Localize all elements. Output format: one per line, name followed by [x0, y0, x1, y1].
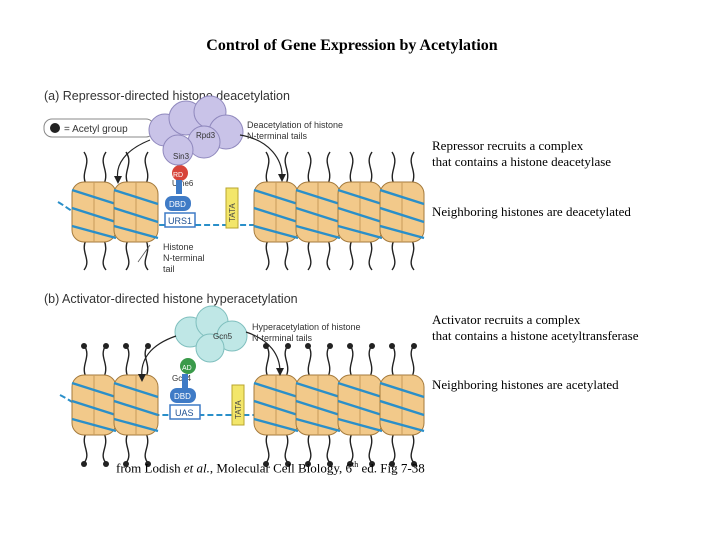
- urs1-site: [164, 212, 196, 228]
- dbd-box-a: [165, 196, 191, 211]
- figure-citation: from Lodish et al., Molecular Cell Biolo…: [116, 460, 425, 476]
- svg-text:tail: tail: [163, 264, 175, 274]
- panel-a-heading: (a) Repressor-directed histone deacetyla…: [44, 89, 290, 103]
- svg-text:Histone: Histone: [163, 242, 194, 252]
- ad-domain: [180, 358, 196, 374]
- rd-domain: [172, 165, 188, 181]
- svg-text:TATA: TATA: [234, 400, 243, 419]
- hdac-complex: Rpd3 Sin3: [148, 95, 244, 166]
- legend-label: = Acetyl group: [64, 124, 128, 135]
- panel-b-note-line2: that contains a histone acetyltransferas…: [432, 328, 639, 343]
- deacetylation-arrow-right: [239, 134, 283, 179]
- svg-text:DBD: DBD: [174, 392, 191, 401]
- svg-text:N-terminal: N-terminal: [163, 253, 205, 263]
- svg-text:UAS: UAS: [175, 408, 194, 418]
- dbd-box-b: [170, 388, 196, 403]
- panel-b-heading: (b) Activator-directed histone hyperacet…: [44, 292, 298, 306]
- tata-box-a: [225, 187, 239, 229]
- panel-a-note-result: Neighboring histones are deacetylated: [432, 204, 631, 219]
- hyperacetylation-arrow-left: [141, 335, 177, 379]
- panel-a-note-recruit: Repressor recruits a complex that contai…: [432, 138, 611, 170]
- tata-box-b: [231, 384, 245, 426]
- nucleosome-row-a: [70, 150, 426, 272]
- acetyl-dot-icon: [50, 123, 60, 133]
- panel-b-note-result: Neighboring histones are acetylated: [432, 377, 619, 392]
- svg-text:Hyperacetylation of histone: Hyperacetylation of histone: [252, 322, 361, 332]
- svg-text:N-terminal tails: N-terminal tails: [247, 131, 308, 141]
- panel-a-note-line1: Repressor recruits a complex: [432, 138, 584, 153]
- svg-text:RD: RD: [173, 172, 183, 179]
- svg-text:Rpd3: Rpd3: [196, 131, 216, 140]
- nucleosome-row-b: [70, 343, 426, 465]
- acetyl-dots-b: [81, 343, 417, 467]
- svg-text:Ume6: Ume6: [172, 179, 194, 188]
- svg-text:N-terminal tails: N-terminal tails: [252, 333, 313, 343]
- svg-text:TATA: TATA: [228, 203, 237, 222]
- svg-text:Sin3: Sin3: [173, 152, 190, 161]
- svg-text:Deacetylation of histone: Deacetylation of histone: [247, 120, 343, 130]
- panel-b-note-line1: Activator recruits a complex: [432, 312, 581, 327]
- uas-site: [169, 404, 201, 420]
- svg-text:DBD: DBD: [169, 200, 186, 209]
- svg-text:AD: AD: [182, 365, 192, 372]
- svg-text:URS1: URS1: [168, 216, 192, 226]
- acetyl-group-legend: = Acetyl group: [43, 118, 155, 138]
- panel-a-note-line2: that contains a histone deacetylase: [432, 154, 612, 169]
- page-title: Control of Gene Expression by Acetylatio…: [206, 37, 498, 54]
- svg-text:Gcn4: Gcn4: [172, 374, 192, 383]
- panel-b-note-recruit: Activator recruits a complex that contai…: [432, 312, 638, 344]
- hyperacetylation-arrow-right: [245, 331, 281, 373]
- svg-text:Gcn5: Gcn5: [213, 332, 233, 341]
- hat-complex: Gcn5: [174, 305, 248, 363]
